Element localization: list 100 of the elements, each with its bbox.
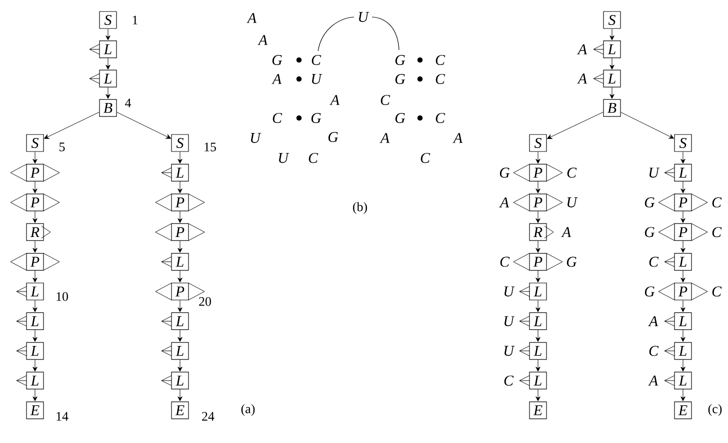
tree-node: L (161, 164, 189, 182)
base-letter: C (712, 197, 722, 208)
tree-node: B (99, 99, 117, 117)
tree-node: P (658, 282, 708, 300)
base-letter: A (648, 316, 658, 326)
base-letter: G (272, 54, 282, 65)
arrow (536, 240, 540, 253)
base-letter: A (380, 133, 390, 143)
arrow (680, 270, 686, 282)
arrow (680, 359, 686, 372)
base-letter: U (358, 12, 370, 22)
tree-node: P (658, 223, 708, 241)
arrow (32, 152, 38, 164)
arrow (620, 112, 674, 139)
base-letter: G (644, 286, 655, 296)
tree-node: L (89, 70, 117, 88)
tree-node: L (89, 40, 117, 58)
base-letter: C (312, 54, 322, 66)
node-number: 5 (60, 142, 65, 152)
tree-node: L (593, 40, 621, 58)
arrow (178, 240, 182, 253)
tree-node: L (519, 312, 547, 330)
tree-node: L (664, 253, 692, 271)
base-letter: C (436, 54, 446, 66)
arrow (106, 58, 110, 70)
arrow (178, 210, 182, 223)
base-letter: C (420, 152, 430, 163)
base-letter: G (500, 168, 510, 178)
base-letter: A (648, 376, 658, 386)
arrow (680, 152, 686, 164)
tree-node: P (513, 194, 563, 212)
base-letter: U (312, 74, 322, 84)
arrow (106, 87, 110, 99)
arrow (680, 181, 686, 194)
tree-node: P (10, 164, 60, 182)
panel-label: (a) (241, 404, 255, 416)
tree-node: P (658, 194, 708, 212)
base-letter: G (311, 112, 322, 123)
base-letter: G (395, 54, 406, 65)
tree-node: L (664, 372, 692, 390)
base-letter: G (644, 227, 655, 238)
tree-node: L (161, 312, 189, 330)
tree-node: L (519, 372, 547, 390)
base-letter: A (246, 13, 257, 23)
arrow (536, 389, 540, 402)
arrow (178, 330, 182, 342)
arrow (32, 181, 38, 194)
tree-node: S (674, 134, 692, 152)
arrow (106, 28, 110, 40)
tree-node: S (26, 134, 44, 152)
base-letter: A (499, 197, 510, 208)
base-letter: C (567, 168, 577, 178)
node-number: 15 (204, 142, 216, 152)
arrow (547, 112, 604, 139)
tree-node: S (99, 11, 117, 29)
base-letter: C (500, 256, 510, 267)
base-letter: U (649, 168, 660, 178)
base-letter: A (561, 227, 572, 238)
base-letter: U (504, 316, 515, 326)
base-letter: C (649, 346, 659, 356)
node-number: 1 (132, 16, 138, 24)
node-number: 10 (56, 292, 68, 301)
tree-node: E (529, 402, 547, 420)
tree-node: S (603, 11, 621, 29)
base-letter: U (278, 153, 290, 163)
tree-node: P (155, 223, 205, 241)
base-letter: G (566, 256, 577, 267)
tree-node: S (529, 134, 547, 152)
base-letter: C (712, 227, 722, 238)
base-letter: C (712, 286, 722, 296)
tree-node: L (161, 253, 189, 271)
node-number: 14 (56, 412, 68, 421)
arrow (680, 210, 686, 223)
tree-node: L (16, 372, 44, 390)
arrow (178, 152, 182, 164)
tree-node: L (593, 70, 621, 88)
arrow (536, 210, 540, 223)
base-letter: C (436, 74, 446, 84)
tree-node: L (16, 282, 44, 300)
base-letter: U (567, 197, 578, 208)
tree-node: E (171, 402, 189, 420)
panel-label: (b) (353, 202, 367, 214)
base-letter: G (395, 112, 406, 123)
arrow (536, 152, 540, 164)
arrow (610, 58, 614, 70)
arrow (680, 330, 686, 342)
base-letter: C (649, 256, 659, 267)
arrow (536, 330, 540, 342)
tree-node: P (10, 194, 60, 212)
base-letter: A (272, 74, 282, 84)
arrow (610, 28, 614, 40)
arrow (680, 389, 686, 402)
base-letter: A (452, 133, 463, 143)
tree-node: L (519, 282, 547, 300)
arrow (536, 181, 540, 194)
base-letter: A (577, 74, 588, 84)
arrow (536, 270, 540, 282)
base-letter: U (250, 133, 262, 143)
tree-node: E (26, 402, 44, 420)
arrow (178, 181, 182, 194)
